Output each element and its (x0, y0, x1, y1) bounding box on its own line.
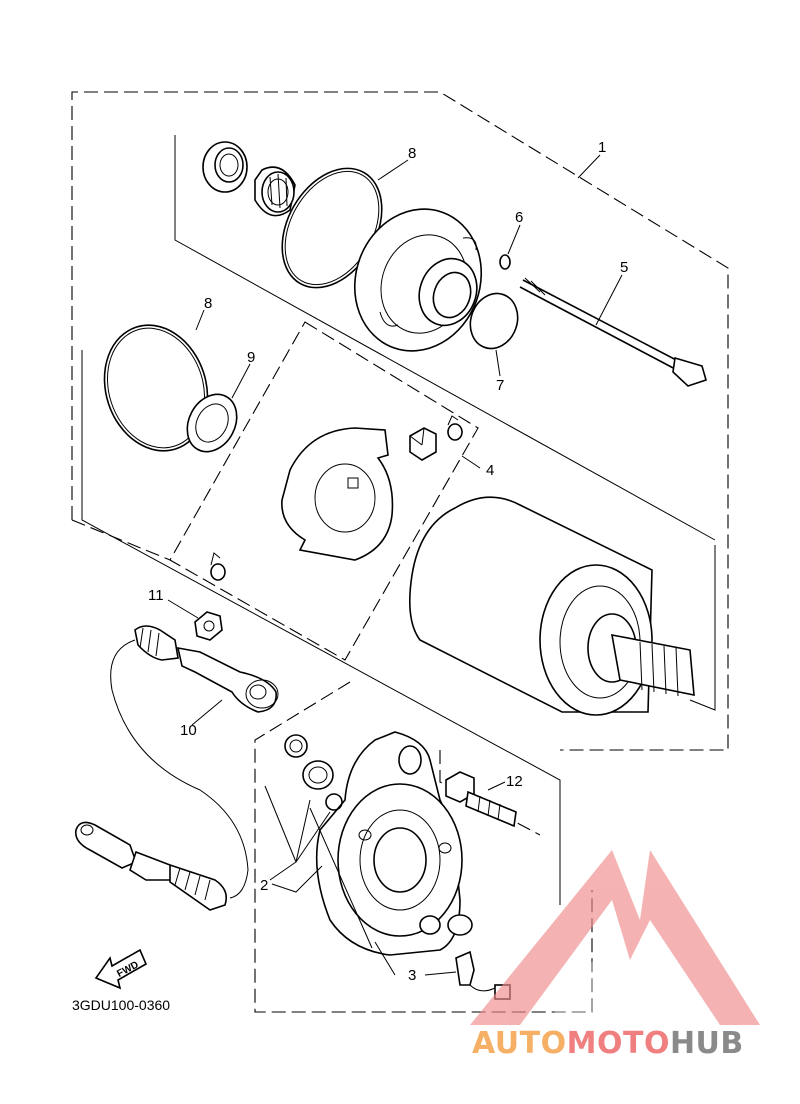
needle-bearing (254, 166, 296, 217)
o-ring-7 (469, 292, 519, 350)
callout-1: 1 (598, 139, 606, 156)
callout-9: 9 (247, 349, 255, 366)
callout-8-lower: 8 (204, 295, 212, 312)
subassembly-4-outline (169, 321, 479, 661)
callout-7: 7 (496, 377, 504, 394)
callout-5: 5 (620, 259, 628, 276)
callout-2: 2 (260, 877, 268, 894)
front-cover (315, 731, 473, 956)
fwd-arrow-icon: FWD (94, 948, 148, 990)
terminal-lead-lower (74, 821, 228, 911)
rear-cover (353, 208, 483, 352)
oil-seal-front (284, 734, 308, 758)
through-bolt (519, 277, 707, 387)
watermark-moto: MOTO (567, 1026, 670, 1061)
callout-6: 6 (515, 209, 523, 226)
watermark-auto: AUTO (472, 1026, 567, 1061)
nut-11 (194, 611, 223, 641)
washer (186, 393, 238, 453)
brush-block (409, 427, 437, 461)
watermark-text: AUTOMOTOHUB (472, 1026, 744, 1061)
yoke-motor-body (408, 496, 695, 716)
assembly-outline (71, 91, 729, 751)
brush-plate (281, 427, 394, 561)
small-o-ring-6 (499, 254, 511, 270)
callout-8-upper: 8 (408, 145, 416, 162)
callouts: 1 2 3 4 5 6 7 8 8 9 10 11 12 (148, 139, 628, 984)
callout-11: 11 (148, 587, 164, 604)
terminal-lead-10 (110, 625, 279, 899)
frame-lines (81, 135, 716, 905)
brush-spring-upper (447, 415, 463, 441)
callout-3: 3 (408, 967, 416, 984)
bearing-front (302, 760, 334, 790)
callout-4: 4 (486, 462, 494, 479)
callout-10: 10 (180, 722, 197, 739)
callout-12: 12 (506, 773, 523, 790)
drawing-code: 3GDU100-0360 (72, 997, 170, 1013)
watermark-logo-icon (470, 850, 760, 1025)
oil-seal (202, 141, 248, 193)
small-o-ring-front (325, 793, 343, 811)
watermark-hub: HUB (670, 1026, 744, 1061)
brush-spring-lower (210, 552, 226, 581)
bolt-12 (445, 771, 517, 828)
leader-lines (167, 154, 623, 976)
o-ring-middle (103, 324, 209, 452)
